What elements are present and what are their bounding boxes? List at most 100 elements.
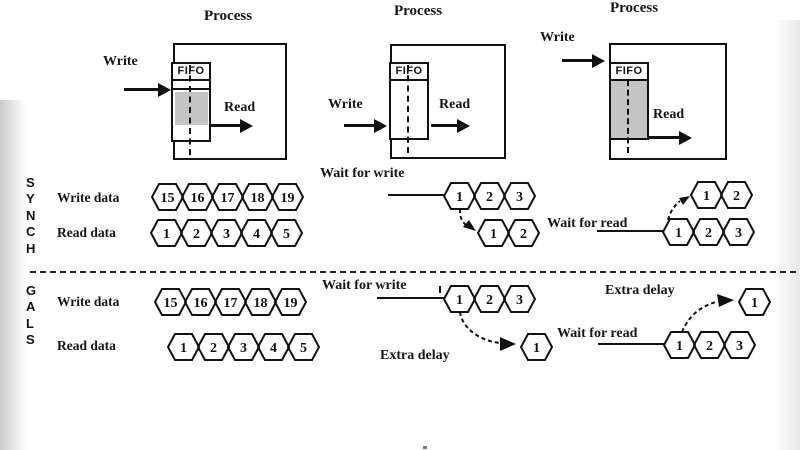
bottom-artifact-speck	[423, 446, 427, 449]
svg-text:1: 1	[676, 339, 683, 354]
section-separator-dashed-line	[30, 271, 796, 273]
data-token-hexagon: 1	[150, 219, 183, 247]
data-token-hexagon: 19	[274, 288, 307, 316]
process-2-write-arrow-line	[344, 124, 376, 127]
svg-text:15: 15	[164, 296, 178, 311]
svg-text:3: 3	[516, 293, 523, 308]
data-token-hexagon: 1	[443, 182, 476, 210]
synch-read-data-label: Read data	[57, 225, 116, 240]
gals-wait-for-write-delayed-token: 1	[520, 332, 553, 362]
process-1-fifo-dashed-line	[189, 65, 191, 155]
process-1-fifo-label: FIFO	[173, 64, 209, 81]
synch-write-data-label: Write data	[57, 190, 120, 205]
gals-wait-for-write-timeline	[377, 297, 444, 299]
left-edge-shading	[0, 100, 26, 450]
gals-wait-for-write-row: 1 2 3	[443, 284, 536, 314]
data-token-hexagon: 18	[244, 288, 277, 316]
gals-side-label: GALS	[26, 283, 37, 348]
svg-text:1: 1	[456, 293, 463, 308]
svg-text:1: 1	[675, 226, 682, 241]
synch-side-label: SYNCH	[26, 175, 36, 256]
gals-wait-for-write-tick	[439, 286, 441, 293]
data-token-hexagon: 2	[197, 333, 230, 361]
svg-text:2: 2	[486, 293, 493, 308]
process-3-write-arrow-head-icon	[592, 54, 605, 68]
process-2-read-label: Read	[439, 97, 471, 112]
process-3-write-label: Write	[540, 30, 575, 45]
gals-extra-delay-label-left: Extra delay	[380, 348, 450, 363]
data-token-hexagon: 17	[211, 183, 244, 211]
process-1-write-arrow-head-icon	[158, 83, 171, 97]
process-2-fifo-label: FIFO	[391, 64, 427, 81]
svg-text:1: 1	[180, 341, 187, 356]
synch-write-data-row: 15 16 17 18 19	[151, 182, 304, 212]
data-token-hexagon: 16	[184, 288, 217, 316]
svg-text:17: 17	[221, 191, 235, 206]
svg-text:2: 2	[706, 339, 713, 354]
svg-text:2: 2	[193, 227, 200, 242]
synch-wait-for-read-timeline	[597, 230, 663, 232]
svg-text:19: 19	[284, 296, 298, 311]
data-token-hexagon: 19	[271, 183, 304, 211]
data-token-hexagon: 4	[240, 219, 273, 247]
process-2-title: Process	[394, 3, 443, 19]
data-token-hexagon: 16	[181, 183, 214, 211]
data-token-hexagon: 4	[257, 333, 290, 361]
process-2-write-arrow-head-icon	[374, 119, 387, 133]
svg-text:3: 3	[516, 190, 523, 205]
data-token-hexagon: 1	[167, 333, 200, 361]
data-token-hexagon: 2	[180, 219, 213, 247]
data-token-hexagon: 1	[663, 331, 696, 359]
process-1-fifo-fill-line	[171, 88, 211, 90]
process-1-write-arrow-line	[124, 88, 160, 91]
svg-text:18: 18	[251, 191, 265, 206]
data-token-hexagon: 1	[662, 218, 695, 246]
data-token-hexagon: 15	[151, 183, 184, 211]
data-token-hexagon: 2	[692, 218, 725, 246]
data-token-hexagon: 1	[520, 333, 553, 361]
data-token-hexagon: 17	[214, 288, 247, 316]
data-token-hexagon: 3	[503, 182, 536, 210]
process-2-read-arrow-line	[431, 124, 459, 127]
svg-text:15: 15	[161, 191, 175, 206]
synch-transfer-up-arrow-icon	[667, 196, 690, 221]
gals-wait-for-write-label: Wait for write	[322, 278, 407, 293]
process-3-title: Process	[610, 0, 659, 16]
process-2-write-label: Write	[328, 97, 363, 112]
data-token-hexagon: 18	[241, 183, 274, 211]
gals-wait-for-read-timeline	[598, 343, 664, 345]
svg-text:3: 3	[736, 339, 743, 354]
synch-transfer-arrow-icon	[459, 208, 476, 231]
svg-text:5: 5	[300, 341, 307, 356]
data-token-hexagon: 5	[287, 333, 320, 361]
svg-text:2: 2	[520, 227, 527, 242]
svg-text:4: 4	[270, 341, 277, 356]
gals-wait-for-read-delayed-token: 1	[738, 287, 771, 317]
svg-text:1: 1	[163, 227, 170, 242]
synch-wait-for-read-label: Wait for read	[547, 216, 628, 231]
gals-extra-delay-up-arrow-icon	[681, 294, 734, 333]
process-3-read-arrow-head-icon	[679, 131, 692, 145]
svg-text:1: 1	[751, 296, 758, 311]
process-3-read-label: Read	[653, 107, 685, 122]
data-token-hexagon: 15	[154, 288, 187, 316]
right-edge-shading	[774, 20, 800, 450]
svg-text:1: 1	[703, 189, 710, 204]
svg-text:3: 3	[240, 341, 247, 356]
process-1-title: Process	[204, 8, 253, 24]
process-2-fifo-dashed-line	[407, 65, 409, 153]
svg-text:1: 1	[490, 227, 497, 242]
svg-text:1: 1	[456, 190, 463, 205]
process-3-fifo-dashed-line	[627, 80, 629, 153]
process-3-fifo: FIFO	[609, 62, 649, 140]
process-3-read-arrow-line	[649, 136, 681, 139]
svg-text:2: 2	[733, 189, 740, 204]
process-1-read-arrow-head-icon	[240, 119, 253, 133]
synch-wait-for-write-timeline	[388, 194, 445, 196]
